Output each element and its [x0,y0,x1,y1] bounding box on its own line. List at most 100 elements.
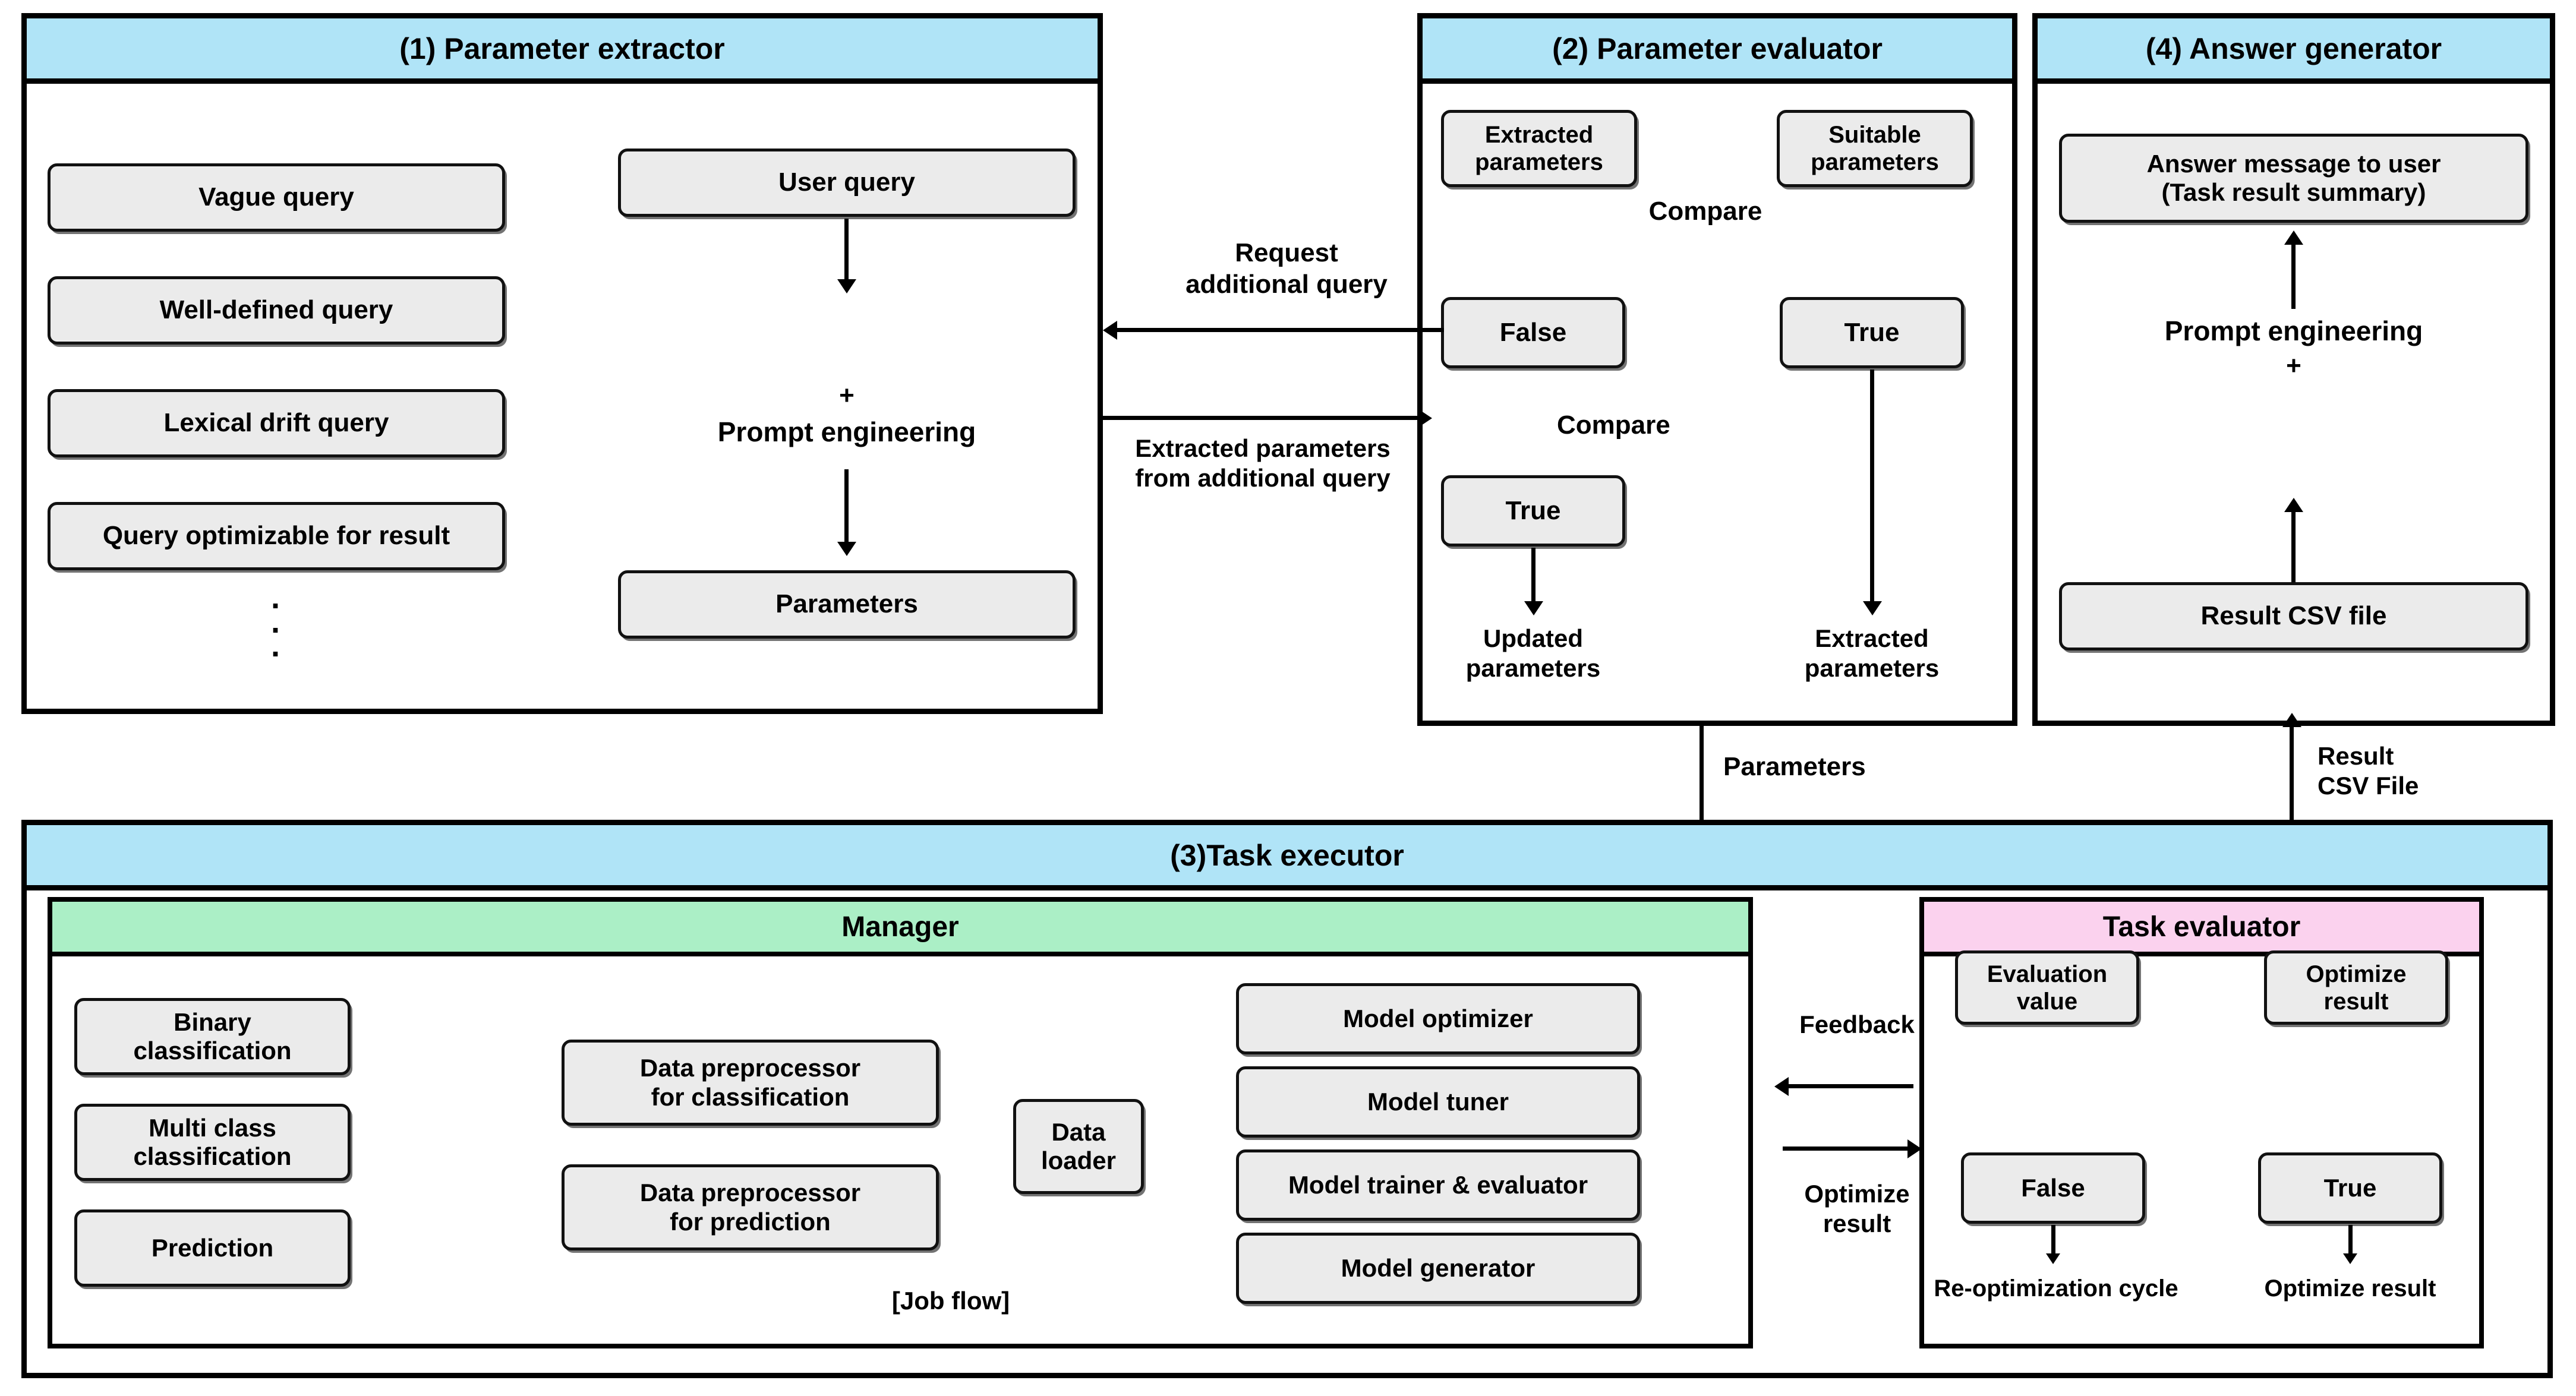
re-optimization-cycle-label: Re-optimization cycle [1934,1275,2178,1302]
model-trainer-evaluator-box[interactable]: Model trainer & evaluator [1236,1149,1640,1221]
query-list-ellipsis: · · · [271,588,282,672]
model-tuner-box[interactable]: Model tuner [1236,1066,1640,1138]
prompt-engineering-label-2: Prompt engineering [2164,315,2423,346]
subpanel-title-text: Manager [841,911,959,943]
task-label: Multi class classification [133,1113,292,1170]
te-true-arrow-line [2348,1225,2353,1258]
user-query-label: User query [778,168,915,197]
updated-parameters-out: Updated parameters [1465,624,1601,683]
answer-message-box[interactable]: Answer message to user (Task result summ… [2059,134,2528,223]
user-query-box[interactable]: User query [618,149,1076,217]
query-type-well-defined[interactable]: Well-defined query [48,276,505,345]
prompt-plus-2: + [2286,351,2301,380]
task-multi-class-classification[interactable]: Multi class classification [74,1104,351,1181]
te-false-arrow-head [2046,1253,2060,1264]
model-optimizer-box[interactable]: Model optimizer [1236,983,1640,1054]
extracted-params-additional-line [1103,416,1418,420]
answer-message-label: Answer message to user (Task result summ… [2146,149,2441,206]
subpanel-title-text: Task evaluator [2102,911,2301,943]
data-loader-box[interactable]: Data loader [1013,1099,1144,1194]
true-label: True [1505,495,1561,525]
optimize-result-label: Optimize result [2306,961,2407,1015]
compare-label-top: Compare [1648,197,1762,226]
arrow-true2-down-head [1524,601,1543,615]
suitable-parameters-box[interactable]: Suitable parameters [1777,110,1973,187]
query-type-label: Well-defined query [159,295,393,325]
evaluator-true-box[interactable]: True [1780,297,1964,368]
feedback-label: Feedback [1799,1010,1915,1038]
query-type-label: Vague query [198,182,354,212]
arrow-user-query-to-icon-line [844,219,849,284]
extracted-parameters-label: Extracted parameters [1475,122,1603,175]
panel-title-parameter-extractor: (1) Parameter extractor [27,18,1098,84]
parameters-box[interactable]: Parameters [618,570,1076,639]
prompt-plus-1: + [839,381,855,410]
extracted-params-additional-head [1418,409,1432,428]
panel-title-text: (2) Parameter evaluator [1552,31,1883,65]
panel-parameter-extractor: (1) Parameter extractor [21,13,1103,714]
prompt-engineering-label-1: Prompt engineering [717,416,976,447]
arrow-csv-to-prompt-line [2291,511,2296,582]
preprocessor-label: Data preprocessor for classification [639,1054,861,1111]
feedback-arrow-head [1774,1077,1789,1096]
parameters-label: Parameters [775,589,918,619]
task-evaluator-false-box[interactable]: False [1961,1152,2145,1224]
panel-title-text: (1) Parameter extractor [399,31,725,65]
arrow-user-query-to-icon-head [837,279,856,293]
evaluator-true-box-2[interactable]: True [1441,475,1625,547]
evaluator-false-box[interactable]: False [1441,297,1625,368]
extracted-params-additional-label: Extracted parameters from additional que… [1135,434,1391,492]
panel-title-text: (4) Answer generator [2145,31,2442,65]
job-flow-label: [Job flow] [891,1287,1010,1315]
arrow-icon-to-parameters-head [837,542,856,556]
result-csv-file-box[interactable]: Result CSV file [2059,582,2528,650]
data-preprocessor-prediction[interactable]: Data preprocessor for prediction [562,1164,939,1250]
te-false-arrow-line [2051,1225,2055,1258]
extracted-parameters-box[interactable]: Extracted parameters [1441,110,1637,187]
model-generator-box[interactable]: Model generator [1236,1233,1640,1304]
compare-label-mid: Compare [1557,410,1670,440]
query-type-optimizable[interactable]: Query optimizable for result [48,502,505,570]
subpanel-title-manager: Manager [52,902,1748,956]
task-label: Binary classification [133,1007,292,1065]
result-csv-connector-label: Result CSV File [2318,742,2419,800]
model-label: Model optimizer [1343,1004,1533,1032]
query-type-label: Query optimizable for result [102,521,450,551]
panel-title-text: (3)Task executor [1170,838,1404,872]
false-label: False [1499,317,1567,347]
optimize-result-label: Optimize result [1804,1180,1910,1238]
feedback-arrow-line [1789,1084,1913,1088]
panel-title-parameter-evaluator: (2) Parameter evaluator [1423,18,2012,84]
task-prediction[interactable]: Prediction [74,1209,351,1287]
query-type-lexical-drift[interactable]: Lexical drift query [48,389,505,457]
query-type-vague[interactable]: Vague query [48,163,505,232]
arrow-prompt-to-answer-line [2291,244,2296,309]
optimize-result-box[interactable]: Optimize result [2264,950,2448,1025]
task-evaluator-true-box[interactable]: True [2258,1152,2442,1224]
model-label: Model generator [1341,1253,1535,1282]
evaluation-value-box[interactable]: Evaluation value [1955,950,2139,1025]
task-binary-classification[interactable]: Binary classification [74,998,351,1075]
arrow-prompt-to-answer-head [2284,230,2303,245]
result-csv-label: Result CSV file [2200,601,2387,631]
parameters-connector-line [1700,726,1704,863]
arrow-true2-down-line [1531,548,1535,607]
te-true-arrow-head [2343,1253,2357,1264]
panel-title-answer-generator: (4) Answer generator [2038,18,2550,84]
data-preprocessor-classification[interactable]: Data preprocessor for classification [562,1040,939,1126]
suitable-parameters-label: Suitable parameters [1811,122,1939,175]
request-additional-query-line [1117,328,1444,332]
preprocessor-label: Data preprocessor for prediction [639,1179,861,1236]
request-additional-query-head [1103,321,1117,340]
arrow-csv-to-prompt-head [2284,498,2303,512]
model-label: Model tuner [1367,1087,1509,1116]
task-label: Prediction [151,1233,274,1262]
model-label: Model trainer & evaluator [1288,1170,1588,1199]
optimize-result-out-label: Optimize result [2264,1275,2436,1302]
arrow-icon-to-parameters-line [844,469,849,547]
result-csv-connector-line [2290,726,2294,863]
query-type-label: Lexical drift query [163,408,389,438]
data-loader-label: Data loader [1041,1117,1117,1174]
evaluation-value-label: Evaluation value [1987,961,2108,1015]
true-label: True [1844,317,1900,347]
